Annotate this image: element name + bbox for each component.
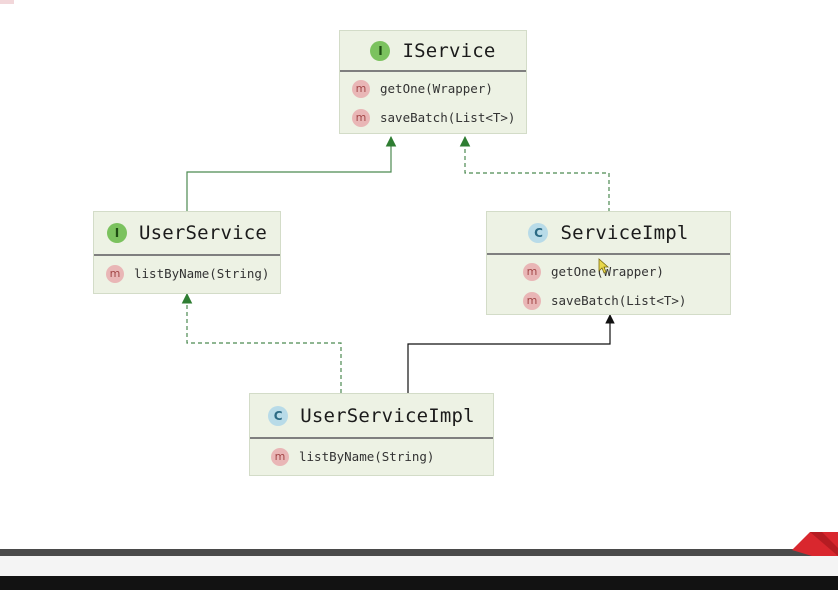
node-header: C UserServiceImpl (250, 394, 493, 439)
method-icon: m (352, 79, 370, 98)
edge-serviceimpl-implements-iservice (459, 135, 610, 212)
method-icon: m (523, 291, 541, 310)
method-icon: m (523, 262, 541, 281)
node-title: UserServiceImpl (300, 404, 475, 427)
method-list: m listByName(String) (94, 256, 280, 288)
footer-strip (0, 556, 838, 576)
node-title: IService (402, 39, 496, 62)
method-row[interactable]: m saveBatch(List<T>) (511, 286, 730, 315)
method-row[interactable]: m saveBatch(List<T>) (340, 103, 526, 132)
node-userservice[interactable]: I UserService m listByName(String) (93, 211, 281, 294)
cursor-icon (598, 258, 610, 274)
method-signature: listByName(String) (299, 449, 435, 464)
method-signature: getOne(Wrapper) (551, 264, 664, 279)
node-iservice[interactable]: I IService m getOne(Wrapper) m saveBatch… (339, 30, 527, 134)
method-row[interactable]: m listByName(String) (94, 259, 280, 288)
edge-userservice-extends-iservice (186, 135, 397, 211)
node-header: C ServiceImpl (487, 212, 730, 255)
interface-icon: I (106, 223, 127, 243)
method-icon: m (106, 264, 124, 283)
method-list: m getOne(Wrapper) m saveBatch(List<T>) (487, 255, 730, 315)
method-row[interactable]: m getOne(Wrapper) (511, 257, 730, 286)
footer-band (0, 549, 838, 556)
node-title: UserService (138, 222, 268, 244)
method-icon: m (271, 447, 289, 466)
method-row[interactable]: m getOne(Wrapper) (340, 74, 526, 103)
interface-icon: I (370, 40, 391, 61)
method-signature: getOne(Wrapper) (380, 81, 493, 96)
node-header: I IService (340, 31, 526, 72)
method-signature: saveBatch(List<T>) (380, 110, 516, 125)
method-signature: listByName(String) (134, 266, 270, 281)
node-serviceimpl[interactable]: C ServiceImpl m getOne(Wrapper) m saveBa… (486, 211, 731, 315)
method-list: m getOne(Wrapper) m saveBatch(List<T>) (340, 72, 526, 132)
method-signature: saveBatch(List<T>) (551, 293, 687, 308)
footer-bar (0, 576, 838, 590)
method-icon: m (352, 108, 370, 127)
node-title: ServiceImpl (560, 221, 689, 244)
method-row[interactable]: m listByName(String) (259, 442, 493, 471)
corner-logo-mark (792, 532, 838, 556)
edge-userserviceimpl-implements-userservice (181, 292, 342, 393)
edge-userserviceimpl-extends-serviceimpl (407, 314, 615, 393)
top-edge-mark (0, 0, 14, 4)
class-icon: C (268, 405, 289, 426)
node-header: I UserService (94, 212, 280, 256)
method-list: m listByName(String) (250, 439, 493, 471)
class-icon: C (528, 222, 549, 243)
node-userserviceimpl[interactable]: C UserServiceImpl m listByName(String) (249, 393, 494, 476)
